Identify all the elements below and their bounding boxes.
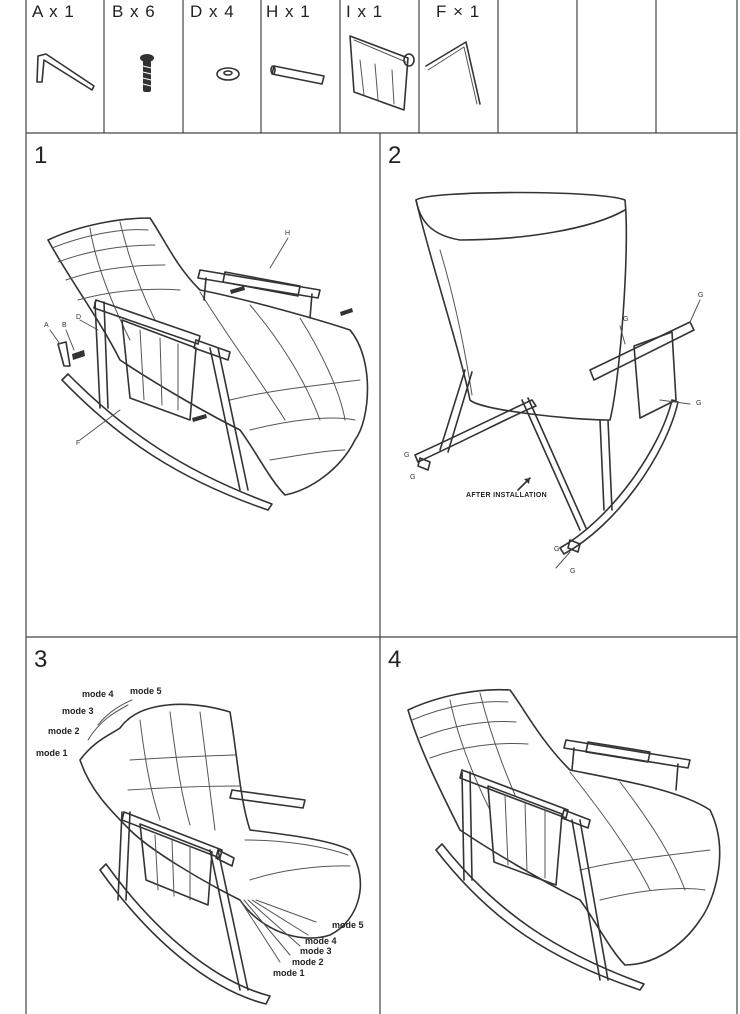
bolt-icon bbox=[140, 54, 154, 92]
callout-g-arm: G bbox=[623, 316, 629, 323]
step-4-number: 4 bbox=[388, 646, 402, 673]
part-f-label: F × 1 bbox=[436, 2, 481, 21]
hex-key-icon bbox=[36, 53, 95, 91]
armrest-tube-icon bbox=[270, 65, 325, 85]
back-mode-4: mode 4 bbox=[82, 689, 114, 699]
callout-g-top-right: G bbox=[698, 292, 704, 299]
step-2-number: 2 bbox=[388, 142, 402, 169]
back-mode-5: mode 5 bbox=[130, 686, 162, 696]
callout-a: A bbox=[44, 322, 49, 329]
callout-g-bottom-1: G bbox=[554, 546, 560, 553]
part-b-label: B x 6 bbox=[112, 2, 156, 21]
step-3-number: 3 bbox=[34, 646, 48, 673]
callout-h: H bbox=[285, 230, 291, 237]
back-mode-3: mode 3 bbox=[62, 706, 94, 716]
foot-mode-4: mode 4 bbox=[305, 936, 337, 946]
part-d-label: D x 4 bbox=[190, 2, 235, 21]
foot-mode-3: mode 3 bbox=[300, 946, 332, 956]
step-4-drawing bbox=[407, 688, 721, 991]
callout-g-bottom-2: G bbox=[570, 568, 576, 575]
bent-rod-icon bbox=[425, 41, 481, 105]
step-1-drawing bbox=[47, 217, 369, 511]
foot-mode-5: mode 5 bbox=[332, 920, 364, 930]
foot-mode-2: mode 2 bbox=[292, 957, 324, 967]
back-mode-1: mode 1 bbox=[36, 748, 68, 758]
back-mode-2: mode 2 bbox=[48, 726, 80, 736]
callout-f: F bbox=[76, 440, 81, 447]
foot-mode-1: mode 1 bbox=[273, 968, 305, 978]
washer-icon bbox=[216, 67, 240, 81]
after-installation-note: AFTER INSTALLATION bbox=[466, 492, 547, 499]
side-pocket-icon bbox=[349, 35, 415, 111]
grid-lines bbox=[25, 0, 738, 1014]
part-a-label: A x 1 bbox=[32, 2, 75, 21]
callout-d: D bbox=[76, 314, 82, 321]
step-3-drawing bbox=[79, 699, 362, 1005]
step-1-number: 1 bbox=[34, 142, 48, 169]
callout-b: B bbox=[62, 322, 67, 329]
callout-g-left-1: G bbox=[404, 452, 410, 459]
part-h-label: H x 1 bbox=[266, 2, 311, 21]
part-i-label: I x 1 bbox=[346, 2, 384, 21]
callout-g-left-2: G bbox=[410, 474, 416, 481]
callout-g-right: G bbox=[696, 400, 702, 407]
step-2-drawing bbox=[414, 191, 701, 569]
